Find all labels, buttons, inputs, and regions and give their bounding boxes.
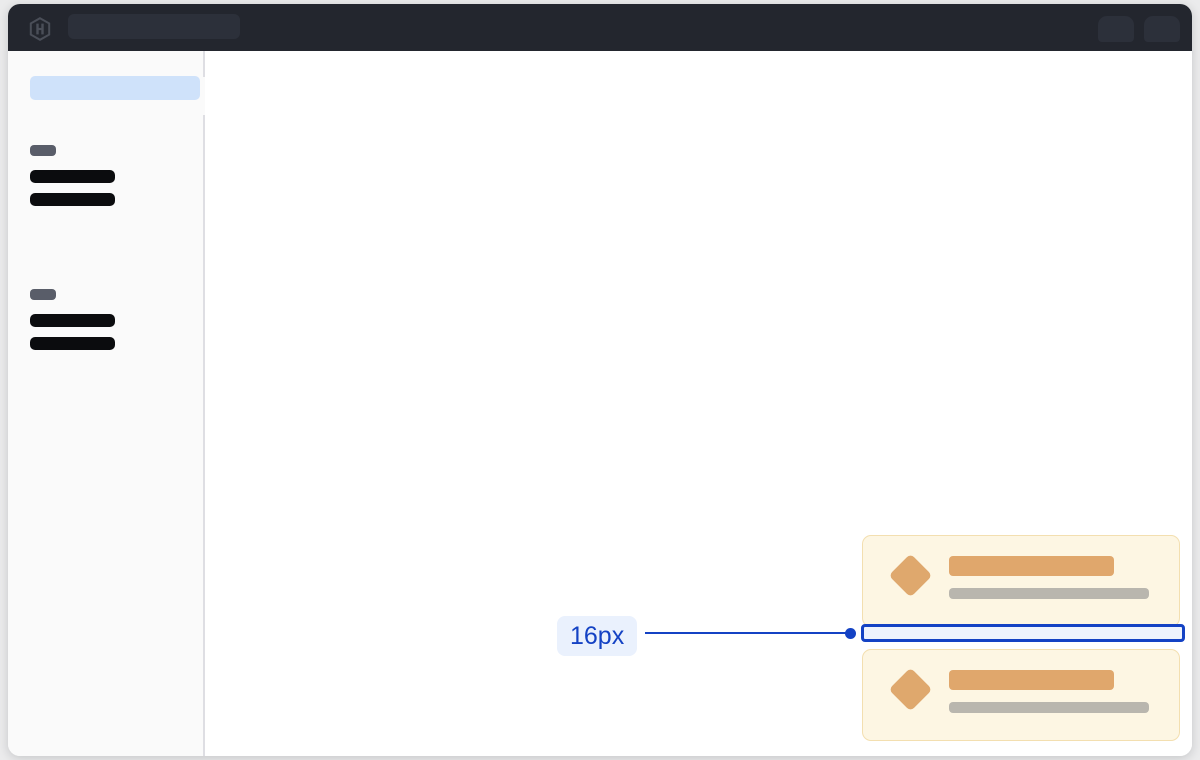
- topbar-chip-one[interactable]: [1098, 16, 1134, 42]
- sidebar-group-1-label: [30, 145, 56, 156]
- sidebar-group-2: [30, 289, 115, 350]
- sidebar-item-2-1[interactable]: [30, 314, 115, 327]
- sidebar-group-1: [30, 145, 115, 206]
- sidebar-collapse-tab-seam: [201, 77, 205, 115]
- sidebar-item-2-2[interactable]: [30, 337, 115, 350]
- topbar: [8, 4, 1192, 51]
- spacing-leader-line: [645, 632, 853, 634]
- card-item-top[interactable]: [862, 535, 1180, 627]
- sidebar-item-1-1[interactable]: [30, 170, 115, 183]
- card-subtitle: [949, 588, 1149, 599]
- diamond-icon: [888, 667, 933, 712]
- sidebar-item-selected[interactable]: [30, 76, 200, 100]
- hashicorp-hexagon-logo-icon[interactable]: [28, 17, 52, 41]
- spacing-anchor-dot: [845, 628, 856, 639]
- diamond-icon: [888, 553, 933, 598]
- spacing-value-badge: 16px: [557, 616, 638, 656]
- sidebar-group-2-label: [30, 289, 56, 300]
- card-text-block: [949, 670, 1159, 713]
- sidebar: [8, 51, 205, 756]
- card-text-block: [949, 556, 1159, 599]
- card-title: [949, 670, 1114, 690]
- search-input[interactable]: [68, 14, 240, 39]
- topbar-chip-two[interactable]: [1144, 16, 1180, 42]
- card-title: [949, 556, 1114, 576]
- app-window: 16px: [8, 4, 1192, 756]
- sidebar-item-1-2[interactable]: [30, 193, 115, 206]
- card-item-bottom[interactable]: [862, 649, 1180, 741]
- card-subtitle: [949, 702, 1149, 713]
- spacing-highlight-rect: [861, 624, 1185, 642]
